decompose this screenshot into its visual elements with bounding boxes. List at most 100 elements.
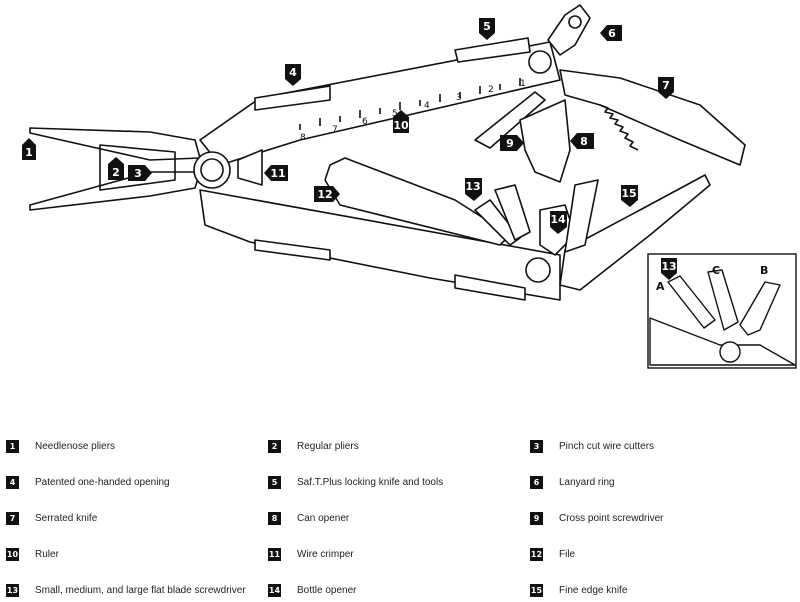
- callout-6-number: 6: [608, 27, 616, 40]
- serrated-knife-blade: [559, 69, 746, 166]
- callout-15-number: 15: [621, 187, 636, 200]
- inset-screwdriver-a: [667, 275, 716, 329]
- inset-callout-number: 13: [661, 260, 676, 273]
- upper-handle-lock-slide: [454, 37, 531, 63]
- legend-badge: 5: [268, 475, 281, 489]
- legend-badge: 6: [530, 475, 543, 489]
- callout-5-number: 5: [483, 20, 491, 33]
- legend-item: 2 Regular pliers: [268, 438, 359, 454]
- can-opener: [519, 99, 571, 183]
- serrated-edge: [599, 104, 639, 151]
- cross-screwdriver: [474, 91, 546, 149]
- ruler-mark: 1: [520, 79, 526, 89]
- legend-item: 5 Saf.T.Plus locking knife and tools: [268, 474, 443, 490]
- ruler-mark: 2: [488, 85, 494, 95]
- fine-edge-knife: [559, 174, 711, 291]
- callout-1: 1: [22, 138, 36, 160]
- legend: 1 Needlenose pliers 4 Patented one-hande…: [0, 436, 800, 602]
- flat-screwdriver-medium: [494, 184, 531, 241]
- ruler-ticks: [299, 78, 521, 130]
- callout-14-number: 14: [550, 213, 566, 226]
- legend-item: 4 Patented one-handed opening: [6, 474, 170, 490]
- legend-badge: 12: [530, 547, 543, 561]
- legend-label: Regular pliers: [297, 440, 359, 452]
- callout-11: 11: [264, 165, 288, 181]
- legend-badge: 2: [268, 439, 281, 453]
- legend-item: 13 Small, medium, and large flat blade s…: [6, 582, 246, 598]
- callout-4-number: 4: [289, 66, 297, 79]
- inset-pivot: [719, 341, 741, 363]
- legend-item: 8 Can opener: [268, 510, 349, 526]
- inset-handle: [649, 317, 796, 366]
- callout-1-number: 1: [25, 146, 33, 159]
- legend-item: 10 Ruler: [6, 546, 59, 562]
- legend-label: Wire crimper: [297, 548, 354, 560]
- callout-12: 12: [314, 186, 340, 202]
- legend-badge: 7: [6, 511, 19, 525]
- callout-14: 14: [550, 211, 567, 234]
- legend-badge: 15: [530, 583, 543, 597]
- callout-4: 4: [285, 64, 301, 86]
- lanyard-ring: [547, 4, 591, 56]
- callout-12-number: 12: [317, 188, 332, 201]
- callout-5: 5: [479, 18, 495, 40]
- legend-label: Patented one-handed opening: [35, 476, 170, 488]
- inset-screwdriver-b: [739, 281, 781, 336]
- callout-7: 7: [658, 77, 674, 99]
- legend-badge: 13: [6, 583, 19, 597]
- callout-9-number: 9: [506, 137, 514, 150]
- inset-letter-b: B: [760, 264, 768, 277]
- legend-label: Pinch cut wire cutters: [559, 440, 655, 452]
- ruler-numbers: 8 7 6 5 4 3 2 1: [300, 79, 526, 143]
- callout-2: 2: [108, 157, 124, 180]
- legend-item: 9 Cross point screwdriver: [530, 510, 663, 526]
- legend-label: Serrated knife: [35, 512, 98, 524]
- rear-pivot-lower: [525, 257, 551, 283]
- callout-15: 15: [621, 185, 638, 207]
- callout-2-number: 2: [112, 166, 120, 179]
- legend-label: Small, medium, and large flat blade scre…: [35, 584, 246, 596]
- main-pivot-inner: [200, 158, 224, 182]
- legend-label: Ruler: [35, 548, 59, 560]
- callout-3-number: 3: [134, 167, 142, 180]
- upper-handle-button: [254, 85, 331, 111]
- legend-label: File: [559, 548, 576, 560]
- ruler-mark: 8: [300, 133, 306, 143]
- legend-item: 15 Fine edge knife: [530, 582, 627, 598]
- callout-6: 6: [600, 25, 622, 41]
- callout-8-number: 8: [580, 135, 588, 148]
- legend-badge: 9: [530, 511, 543, 525]
- callout-3: 3: [128, 165, 152, 181]
- rear-pivot-upper: [528, 50, 552, 74]
- ruler-mark: 3: [456, 93, 462, 103]
- legend-label: Bottle opener: [297, 584, 357, 596]
- callout-13-number: 13: [465, 180, 480, 193]
- legend-badge: 11: [268, 547, 281, 561]
- legend-label: Saf.T.Plus locking knife and tools: [297, 476, 444, 488]
- legend-label: Fine edge knife: [559, 584, 628, 596]
- legend-badge: 1: [6, 439, 19, 453]
- callout-10-number: 10: [393, 119, 409, 132]
- callout-11-number: 11: [270, 167, 285, 180]
- legend-item: 3 Pinch cut wire cutters: [530, 438, 654, 454]
- callout-13: 13: [465, 178, 482, 201]
- legend-label: Cross point screwdriver: [559, 512, 664, 524]
- legend-label: Can opener: [297, 512, 350, 524]
- ruler-mark: 4: [424, 101, 430, 111]
- legend-badge: 10: [6, 547, 19, 561]
- multitool-diagram: 8 7 6 5 4 3 2 1 1 2 3 4 5 6 7 8 9: [22, 4, 797, 369]
- legend-badge: 14: [268, 583, 281, 597]
- inset-letter-c: C: [712, 264, 720, 277]
- legend-item: 6 Lanyard ring: [530, 474, 615, 490]
- ruler-mark: 7: [332, 125, 338, 135]
- legend-item: 11 Wire crimper: [268, 546, 354, 562]
- lower-handle-slide: [454, 274, 526, 301]
- callout-9: 9: [500, 135, 524, 151]
- wire-crimper-notch: [237, 149, 263, 186]
- legend-badge: 8: [268, 511, 281, 525]
- inset-screwdriver-c: [707, 269, 739, 331]
- lower-handle: [199, 189, 561, 301]
- lower-handle-rail: [254, 239, 331, 261]
- callout-10: 10: [393, 110, 409, 133]
- legend-label: Lanyard ring: [559, 476, 615, 488]
